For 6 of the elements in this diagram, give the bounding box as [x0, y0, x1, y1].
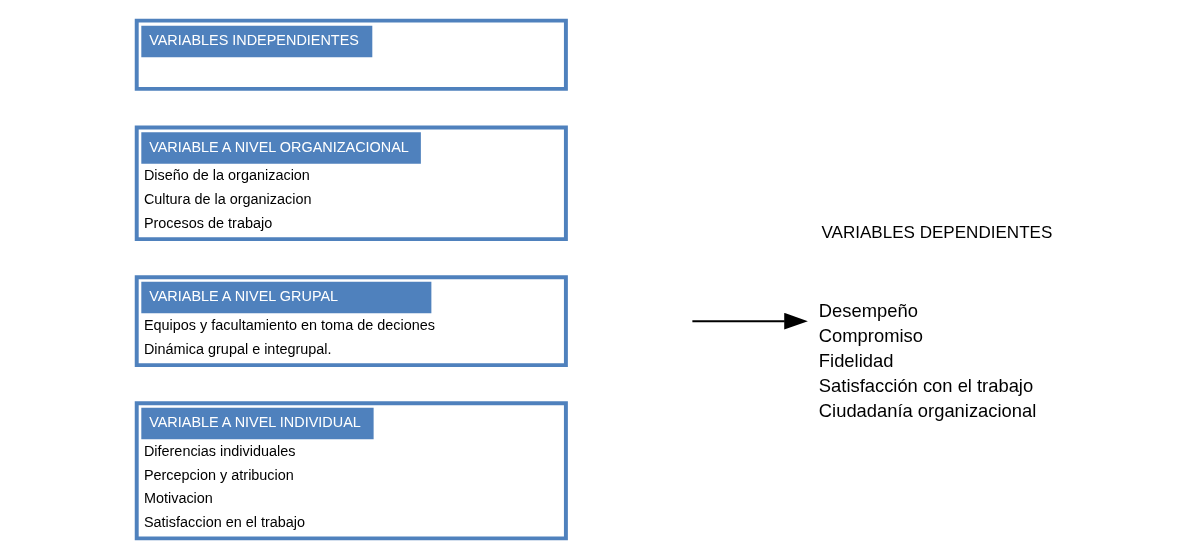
node-box: VARIABLE A NIVEL INDIVIDUAL Diferencias individuales Percepcion y atribucion Motivacion Satisfaccion en el trabajo [134, 401, 568, 541]
arrow [690, 312, 808, 330]
node-box: VARIABLE A NIVEL ORGANIZACIONAL Diseño de la organizacion Cultura de la organizacion Procesos de trabajo [134, 125, 568, 242]
node-box: VARIABLE A NIVEL GRUPAL Equipos y facultamiento en toma de deciones Dinámica grupal e integrupal. [134, 275, 568, 368]
node-box: VARIABLES INDEPENDIENTES [134, 18, 568, 91]
node-text: VARIABLES DEPENDIENTES Desempeño Compromiso Fidelidad Satisfacción con el trabajo Ciudadanía organizacional [818, 222, 1052, 422]
